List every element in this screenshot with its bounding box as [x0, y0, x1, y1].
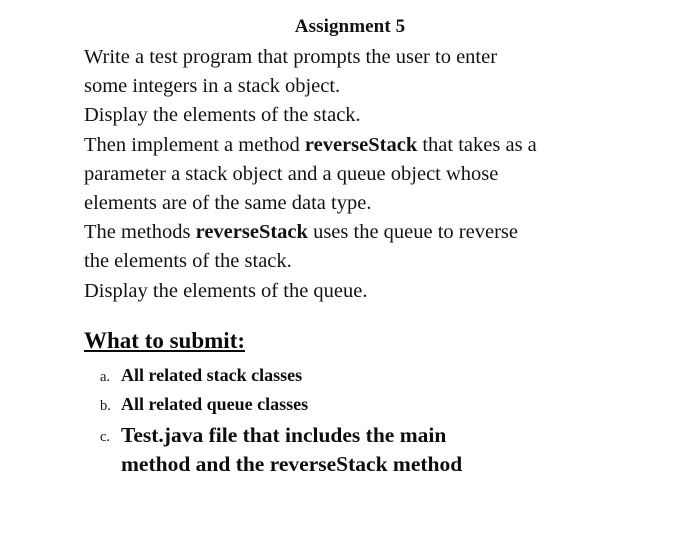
list-item: c. Test.java file that includes the main… — [100, 421, 660, 479]
body-text: uses the queue to reverse — [307, 221, 518, 244]
body-line: the elements of the stack. — [84, 247, 644, 276]
page-title: Assignment 5 — [294, 16, 406, 37]
body-text: Write a test program that prompts the us… — [84, 46, 498, 68]
body-text: Display the elements of the queue. — [84, 279, 368, 302]
list-marker: b. — [100, 398, 111, 414]
list-item-label: Test.java file that includes the main me… — [121, 421, 462, 479]
body-text: Then implement a method — [84, 133, 305, 156]
list-item-line: method and the reverseStack method — [121, 452, 463, 476]
body-text: Display the elements of the stack. — [84, 104, 361, 127]
list-marker: c. — [100, 429, 111, 445]
submit-section-heading: What to submit: — [84, 328, 246, 353]
body-text: some integers in a stack object. — [84, 75, 341, 98]
emphasized-term: reverseStack — [195, 221, 308, 244]
list-item-label: All related queue classes — [121, 394, 309, 414]
list-marker: a. — [100, 369, 111, 385]
list-item-label: All related stack classes — [121, 365, 303, 385]
list-item-line: Test.java file that includes the main — [121, 423, 447, 447]
assignment-body: Write a test program that prompts the us… — [84, 43, 644, 306]
submit-requirements-list: a. All related stack classes b. All rela… — [100, 362, 660, 479]
body-text: elements are of the same data type. — [84, 192, 372, 215]
body-line: Write a test program that prompts the us… — [84, 43, 644, 72]
body-line: The methods reverseStack uses the queue … — [84, 218, 644, 247]
body-text: the elements of the stack. — [84, 250, 292, 273]
body-line: elements are of the same data type. — [84, 189, 644, 218]
body-line: Then implement a method reverseStack tha… — [84, 131, 644, 160]
body-text: that takes as a — [417, 133, 537, 156]
body-text: parameter a stack object and a queue obj… — [84, 162, 499, 185]
body-line: parameter a stack object and a queue obj… — [84, 160, 644, 189]
body-text: The methods — [84, 221, 196, 244]
body-line: Display the elements of the stack. — [84, 101, 644, 130]
emphasized-term: reverseStack — [304, 133, 418, 156]
list-item: b. All related queue classes — [100, 391, 660, 417]
body-line: Display the elements of the queue. — [84, 277, 644, 306]
list-item: a. All related stack classes — [100, 362, 660, 388]
body-line: some integers in a stack object. — [84, 72, 644, 101]
